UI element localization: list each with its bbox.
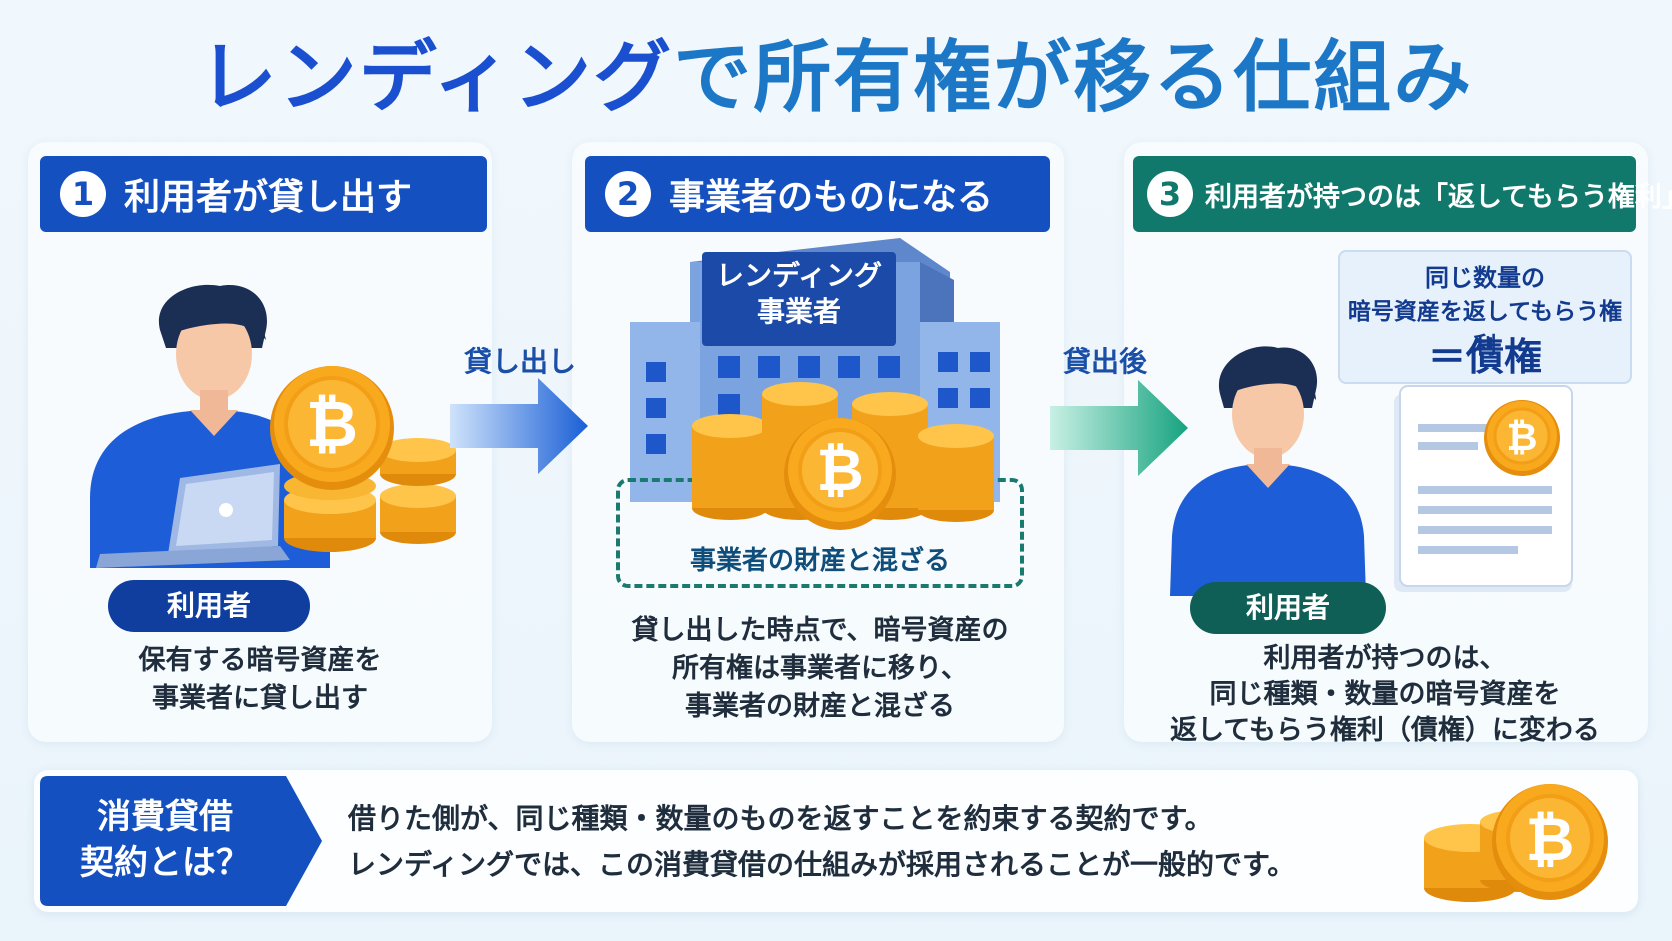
bottom-text-line1: 借りた側が、同じ種類・数量のものを返すことを約束する契約です。 [348,802,1213,835]
step3-illustration: ₿ [1170,346,1573,596]
bottom-coins-illustration: ₿ [1424,784,1608,902]
step2-desc-line2: 所有権は事業者に移り、 [672,653,968,684]
building-sign-line2: 事業者 [756,295,841,328]
step3-desc-line3: 返してもらう権利（債権）に変わる [1170,715,1600,746]
user-label-1: 利用者 [108,580,310,632]
bitcoin-coin-icon: ₿ [1484,400,1560,476]
step2-desc-line3: 事業者の財産と混ざる [685,691,955,722]
step2-title: 事業者のものになる [669,177,994,218]
svg-text:₿: ₿ [1526,805,1575,875]
claim-line1: 同じ数量の [1425,264,1545,292]
step1-desc-line2: 事業者に貸し出す [152,683,368,714]
claim-box [1338,250,1632,384]
step2-number: 2 [605,171,651,217]
step3-desc-line1: 利用者が持つのは、 [1263,643,1507,674]
step1-number: 1 [60,171,106,217]
step3-header: 3 利用者が持つのは「返してもらう権利」 [1133,156,1672,232]
svg-text:₿: ₿ [306,388,358,462]
bottom-label-shape [40,776,322,906]
step2-desc-line1: 貸し出した時点で、暗号資産の [631,615,1009,646]
coin-pile-icon: ₿ [692,382,994,530]
mix-label: 事業者の財産と混ざる [689,546,950,576]
svg-text:₿: ₿ [1507,415,1538,459]
arrow1-label: 貸し出し [463,345,576,378]
bitcoin-coin-icon: ₿ [1492,784,1608,900]
person-icon [1170,346,1366,596]
user-label-3: 利用者 [1190,582,1386,634]
title-part1: レンディング [198,33,674,123]
bitcoin-coin-icon: ₿ [784,418,896,530]
bitcoin-coin-icon: ₿ [270,366,394,490]
bottom-label-line1: 消費貸借 [97,797,233,837]
step1-desc-line1: 保有する暗号資産を [138,645,382,676]
step1-title: 利用者が貸し出す [124,177,413,218]
arrow2-label: 貸出後 [1062,345,1147,378]
step1-header: 1 利用者が貸し出す [40,156,487,232]
bottom-label-line2: 契約とは？ [80,843,250,883]
svg-text:₿: ₿ [816,436,863,504]
claim-line2: 暗号資産を返してもらう権利 [1347,299,1623,359]
bottom-text-line2: レンディングでは、この消費貸借の仕組みが採用されることが一般的です。 [348,848,1296,881]
claim-line3: ＝債権 [1427,335,1542,379]
step3-desc-line2: 同じ種類・数量の暗号資産を [1209,679,1561,710]
step3-number: 3 [1147,171,1193,217]
step2-header: 2 事業者のものになる [585,156,1050,232]
title-part2: で所有権が移る仕組み [673,33,1474,123]
step3-title: 利用者が持つのは「返してもらう権利」 [1205,181,1672,213]
bottom-text: 借りた側が、同じ種類・数量のものを返すことを約束する契約です。 レンディングでは… [348,796,1295,888]
arrow1-icon [450,378,588,474]
bottom-label: 消費貸借 契約とは？ [40,776,290,906]
building-sign-line1: レンディング [715,259,883,292]
arrow2-icon [1050,380,1188,476]
laptop-icon [96,464,290,568]
step1-illustration: ₿ [90,284,456,568]
page-title: レンディングで所有権が移る仕組み [0,28,1672,128]
